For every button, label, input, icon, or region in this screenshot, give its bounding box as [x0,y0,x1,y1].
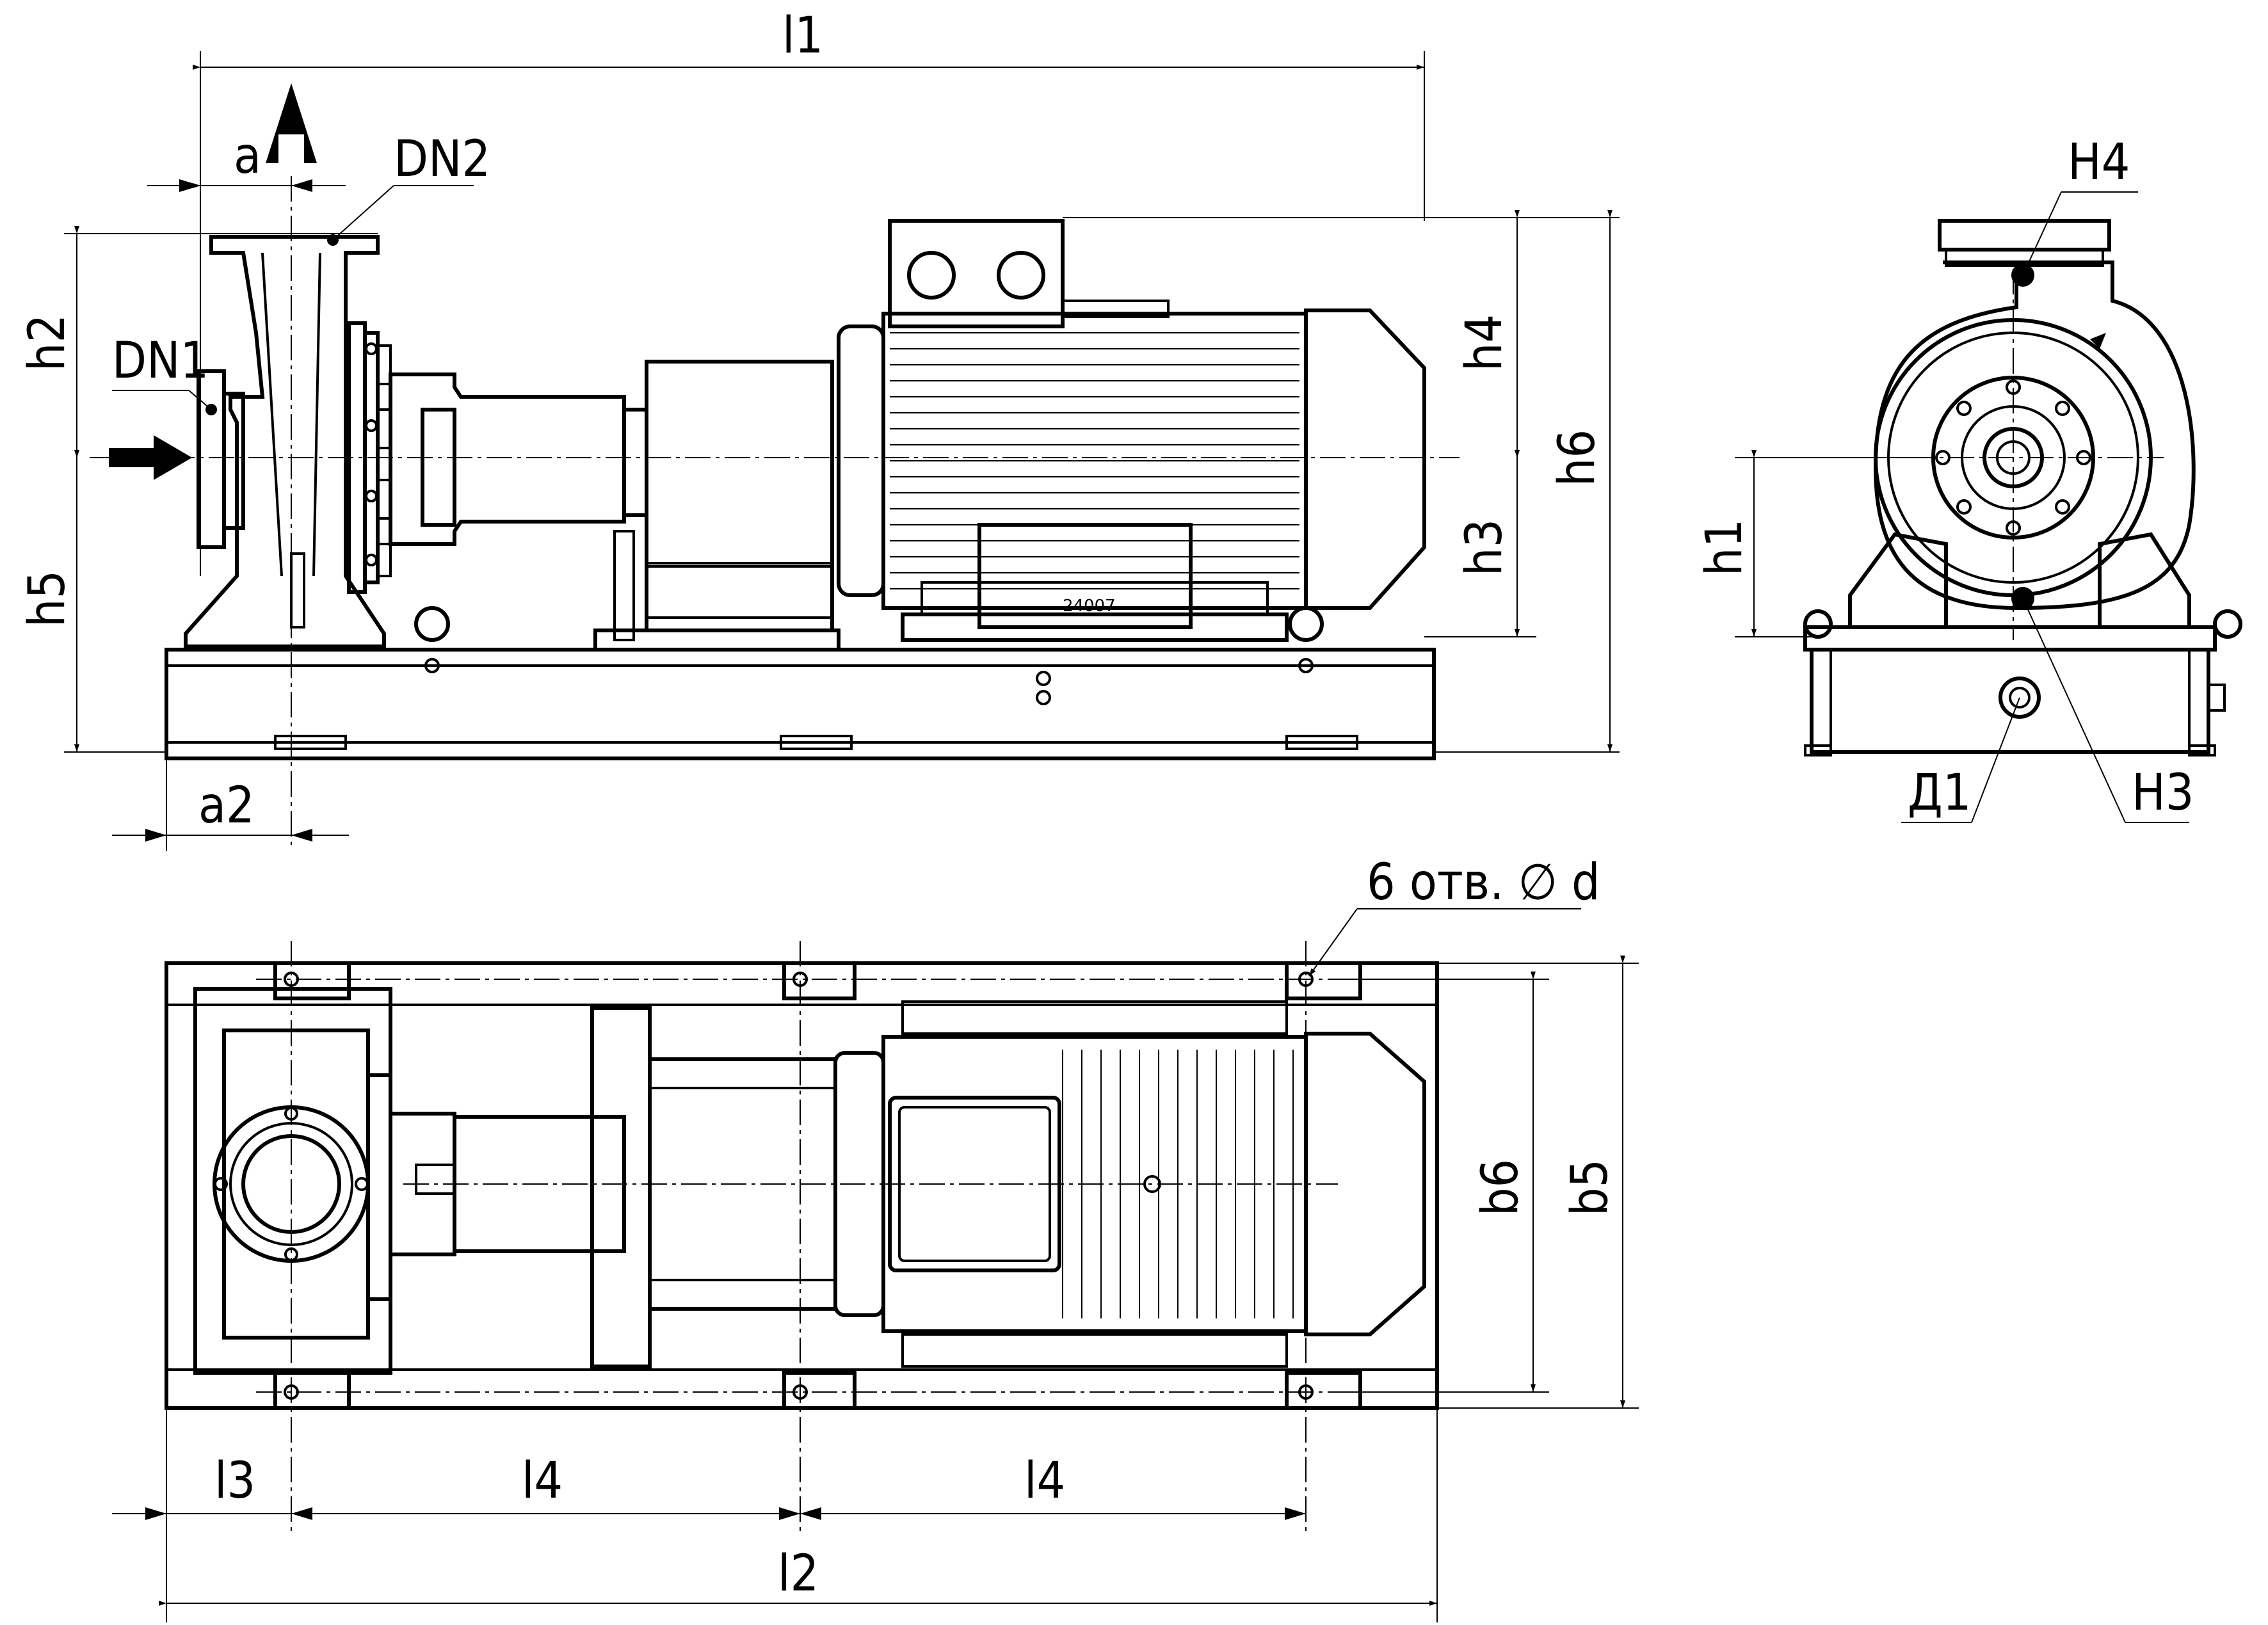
label-h4: H4 [2068,134,2130,191]
dim-l4-left: l4 [522,1452,563,1510]
dim-a: a [234,127,261,185]
end-lifting-eye-left [1803,609,1833,639]
pump-volute-side [184,235,386,648]
dim-a2: a2 [198,777,255,835]
dim-h1: h1 [1696,519,1753,576]
top-view-dimensions: 6 отв. ∅ d b6 b5 l3 l4 l4 l2 [112,854,1639,1622]
dim-l1: l1 [782,7,823,65]
volute-casing-end [1873,260,2196,611]
dim-l4-right: l4 [1024,1452,1065,1510]
lifting-eye-left [414,606,450,642]
dim-b6: b6 [1472,1159,1529,1216]
end-view-dimensions: h1 H4 Д1 H3 [1696,134,2194,823]
label-dn2: DN2 [394,131,490,188]
cable-gland-right [997,251,1045,300]
dim-l3: l3 [214,1452,255,1510]
terminal-box [888,219,1065,328]
motor-cooling-fins [890,332,1299,589]
motor-plate-number: 24007 [1063,596,1116,616]
top-view [165,941,1439,1536]
label-dn1: DN1 [112,332,209,390]
suction-flow-arrow [109,435,192,480]
mounting-pads [273,961,1362,1410]
motor-fan-end [837,324,885,597]
dim-h6: h6 [1548,429,1606,486]
dim-l2: l2 [778,1545,819,1603]
lifting-eye-right [1288,606,1324,642]
dim-h5: h5 [19,570,76,627]
dim-b5: b5 [1561,1159,1619,1216]
side-view-dimensions: l1 a DN2 DN1 h2 h5 h4 h3 h6 a2 [19,7,1620,851]
end-lifting-eye-right [2213,609,2242,639]
discharge-flange-end [1938,219,2111,252]
motor-drive-end [1304,308,1426,610]
cable-gland-left [907,251,956,300]
label-holes: 6 отв. ∅ d [1367,854,1600,911]
bearing-housing [389,372,626,546]
end-view [1803,219,2242,756]
dim-h4: h4 [1456,314,1513,371]
dim-h3: h3 [1456,519,1513,576]
side-view: 24007 [90,83,1460,845]
drain-port-d1 [1999,676,2041,719]
label-h3: H3 [2132,764,2194,822]
discharge-flow-arrow [266,83,317,163]
dim-h2: h2 [19,314,76,371]
label-d1: Д1 [1908,764,1971,822]
coupling-guard [645,360,834,632]
